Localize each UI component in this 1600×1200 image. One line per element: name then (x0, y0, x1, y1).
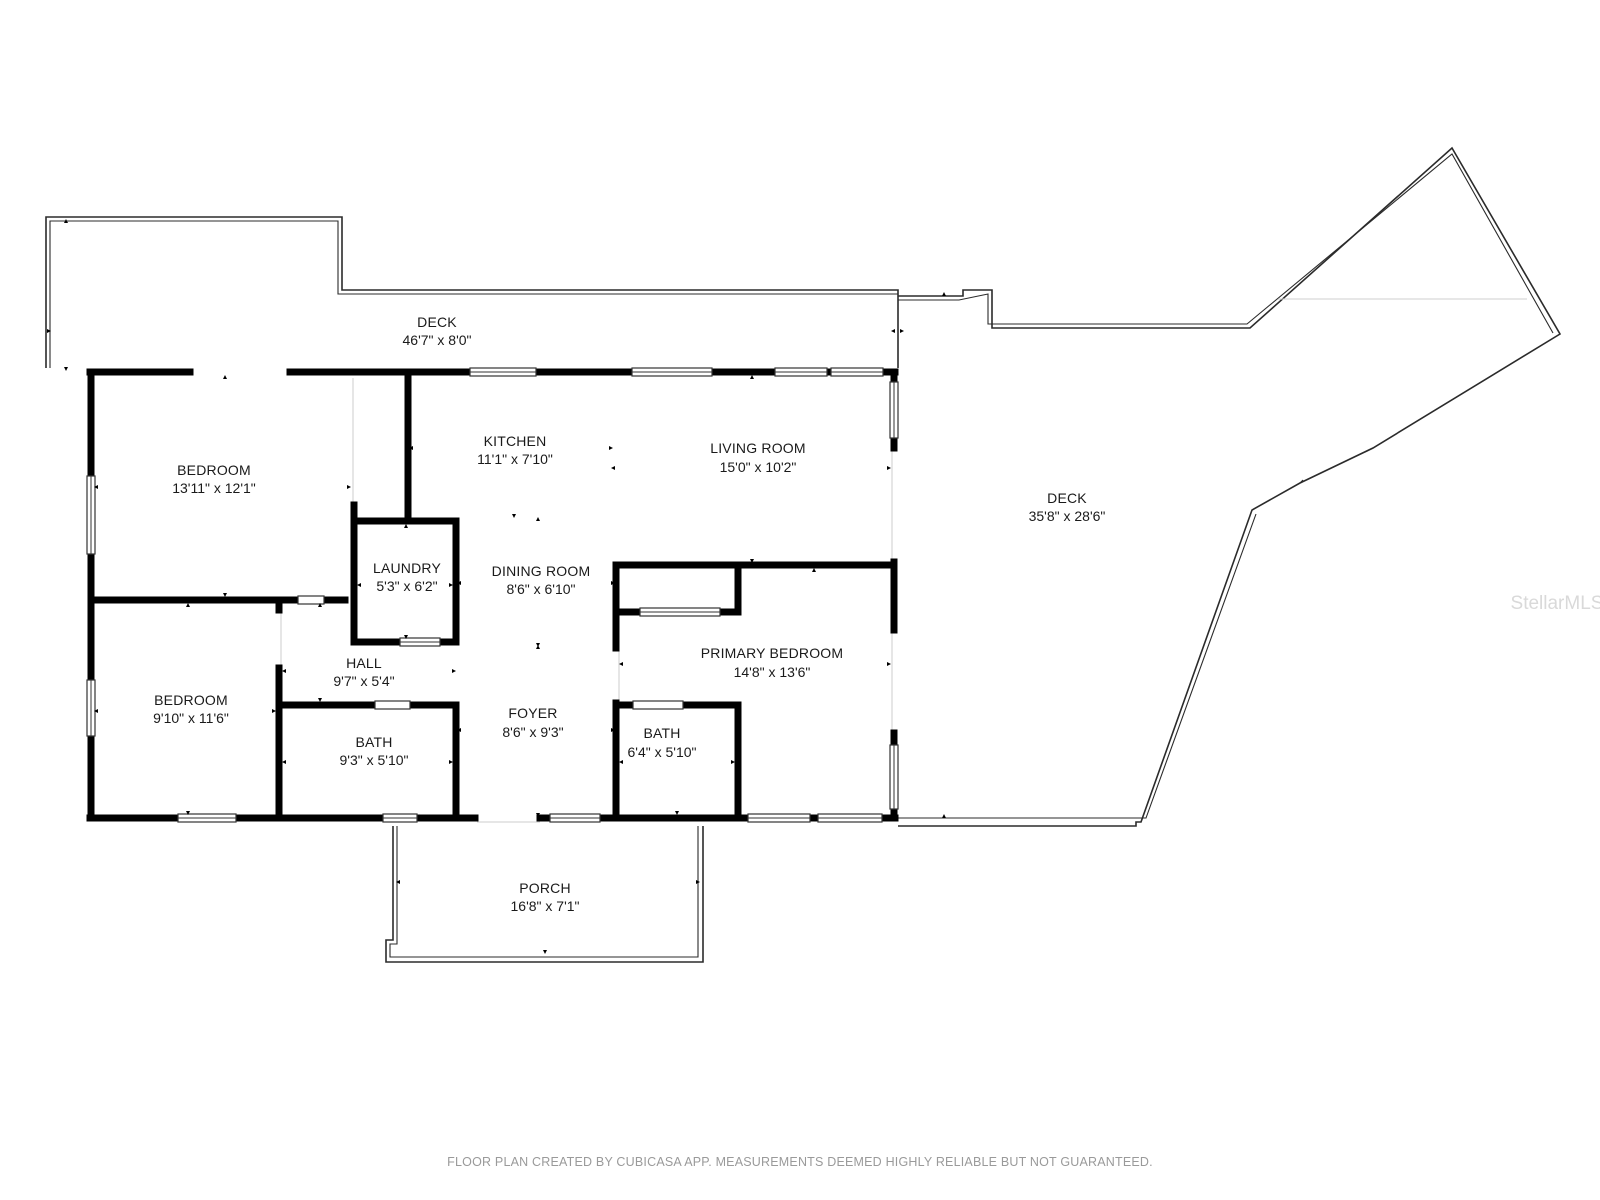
room-name: BATH (643, 725, 680, 741)
room-dimensions: 16'8" x 7'1" (511, 898, 580, 914)
room-name: DECK (1047, 490, 1087, 506)
room-dimensions: 13'11" x 12'1" (172, 480, 256, 496)
room-name: PORCH (519, 880, 571, 896)
room-label-laundry: LAUNDRY 5'3" x 6'2" (373, 560, 442, 594)
measurement-ticks (47, 219, 946, 954)
room-name: BEDROOM (177, 462, 251, 478)
room-dimensions: 35'8" x 28'6" (1029, 508, 1106, 524)
room-dimensions: 9'10" x 11'6" (153, 710, 229, 726)
openings (280, 378, 893, 823)
room-dimensions: 8'6" x 6'10" (507, 581, 576, 597)
deck-right-outline (898, 146, 1562, 827)
room-label-deck-top: DECK 46'7" x 8'0" (403, 314, 472, 348)
room-name: BEDROOM (154, 692, 228, 708)
room-label-bath-1: BATH 9'3" x 5'10" (340, 734, 409, 768)
footer-disclaimer: FLOOR PLAN CREATED BY CUBICASA APP. MEAS… (447, 1155, 1153, 1169)
room-name: BATH (355, 734, 392, 750)
room-dimensions: 6'4" x 5'10" (628, 744, 697, 760)
room-label-primary-bedroom: PRIMARY BEDROOM 14'8" x 13'6" (701, 645, 844, 680)
room-name: HALL (346, 655, 382, 671)
room-dimensions: 5'3" x 6'2" (376, 578, 437, 594)
room-dimensions: 11'1" x 7'10" (477, 451, 553, 467)
room-label-dining-room: DINING ROOM 8'6" x 6'10" (492, 563, 591, 597)
room-name: DECK (417, 314, 457, 330)
room-dimensions: 46'7" x 8'0" (403, 332, 472, 348)
room-dimensions: 9'3" x 5'10" (340, 752, 409, 768)
room-dimensions: 15'0" x 10'2" (720, 459, 797, 475)
room-label-deck-right: DECK 35'8" x 28'6" (1029, 490, 1106, 524)
watermark-logo: StellarMLS (1511, 593, 1600, 614)
room-dimensions: 9'7" x 5'4" (333, 673, 394, 689)
room-label-bedroom-2: BEDROOM 9'10" x 11'6" (153, 692, 229, 726)
room-label-bedroom-1: BEDROOM 13'11" x 12'1" (172, 462, 256, 496)
windows (86, 367, 899, 823)
room-label-hall: HALL 9'7" x 5'4" (333, 655, 394, 689)
porch-outline (385, 826, 704, 963)
room-name: FOYER (508, 705, 557, 721)
room-label-bath-2: BATH 6'4" x 5'10" (628, 725, 697, 760)
room-name: LIVING ROOM (710, 440, 806, 456)
room-dimensions: 8'6" x 9'3" (502, 724, 563, 740)
room-dimensions: 14'8" x 13'6" (734, 664, 811, 680)
room-name: DINING ROOM (492, 563, 591, 579)
room-label-kitchen: KITCHEN 11'1" x 7'10" (477, 433, 553, 467)
room-name: PRIMARY BEDROOM (701, 645, 844, 661)
room-label-porch: PORCH 16'8" x 7'1" (511, 880, 580, 914)
room-label-living-room: LIVING ROOM 15'0" x 10'2" (710, 440, 806, 475)
room-name: KITCHEN (484, 433, 547, 449)
room-name: LAUNDRY (373, 560, 442, 576)
room-label-foyer: FOYER 8'6" x 9'3" (502, 705, 563, 740)
deck-top-outline (45, 216, 899, 368)
